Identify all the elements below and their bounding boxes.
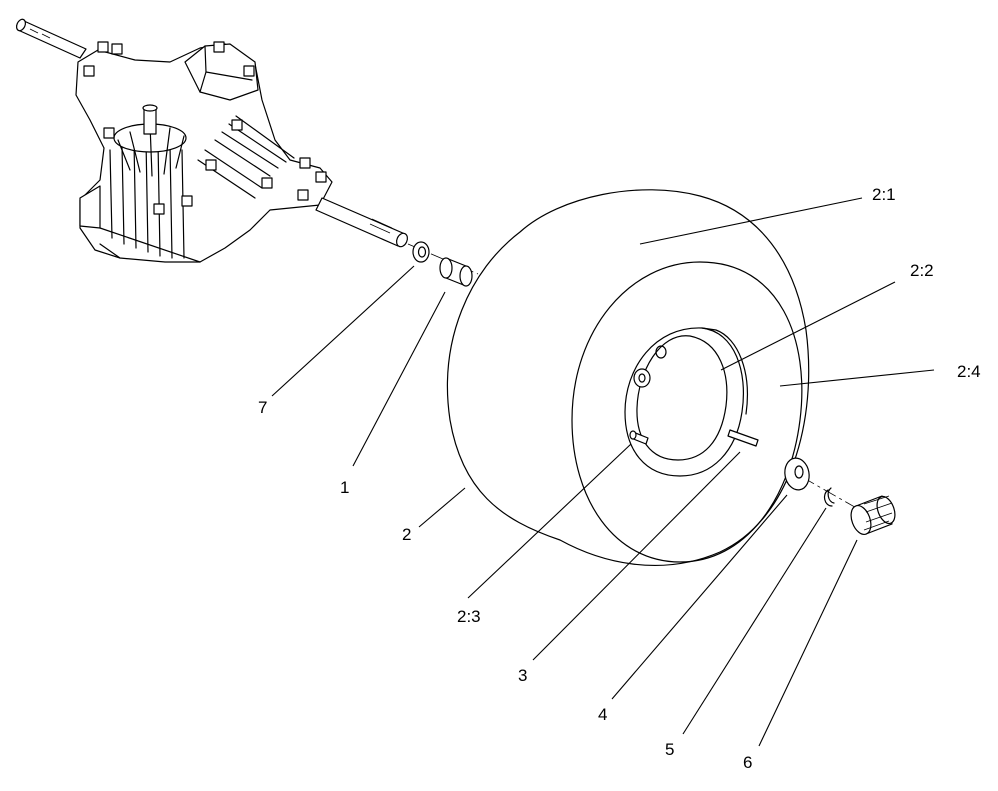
part-2-wheel-assembly [446, 189, 810, 567]
callout-2-3: 2:3 [457, 607, 481, 626]
leader-1 [352, 291, 446, 467]
callout-2-4: 2:4 [957, 362, 981, 381]
leader-lines [271, 197, 935, 747]
left-axle-shaft [15, 18, 87, 59]
callout-labels: 2:1 2:2 2:4 7 1 2 2:3 3 4 5 6 [258, 185, 981, 772]
part-3-key [727, 429, 759, 447]
callout-4: 4 [598, 705, 607, 724]
leader-4 [611, 494, 788, 700]
part-7-washer [412, 241, 430, 263]
leader-3 [532, 451, 741, 661]
right-axle-shaft [315, 197, 409, 248]
leader-2-2 [720, 281, 896, 371]
part-4-washer [784, 457, 810, 491]
tire-sidewall [571, 261, 803, 563]
transaxle-housing [75, 41, 333, 263]
rim-2-2 [624, 327, 748, 477]
leader-2 [418, 487, 466, 528]
callout-2-1: 2:1 [872, 185, 896, 204]
part-6-hub-cap [850, 495, 896, 536]
leader-7 [271, 265, 415, 397]
callout-5: 5 [665, 740, 674, 759]
callout-7: 7 [258, 398, 267, 417]
part-1-bushing [439, 257, 473, 287]
leader-6 [758, 539, 858, 747]
leader-2-1 [639, 197, 863, 245]
transaxle-assembly [15, 18, 409, 263]
callout-3: 3 [518, 666, 527, 685]
wheel-hub [633, 368, 651, 388]
leader-2-3 [467, 443, 632, 599]
callout-1: 1 [340, 478, 349, 497]
tire-2-1 [446, 189, 810, 567]
valve-stem-2-3 [629, 430, 649, 445]
leader-2-4 [779, 369, 935, 387]
part-5-retaining-ring [823, 487, 835, 507]
callout-2-2: 2:2 [910, 261, 934, 280]
callout-6: 6 [743, 753, 752, 772]
callout-2: 2 [402, 525, 411, 544]
leader-5 [682, 507, 827, 735]
housing-bolts [83, 41, 327, 215]
